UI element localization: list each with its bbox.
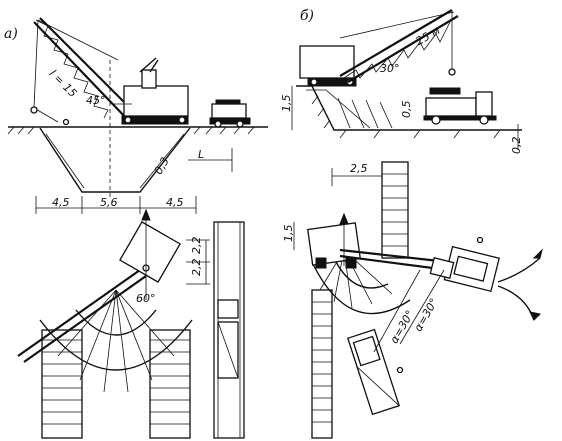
plan-a-left-wall bbox=[41, 329, 83, 439]
trench-hatch-right bbox=[139, 133, 185, 189]
truck-a bbox=[209, 99, 251, 128]
ground-line-b bbox=[296, 85, 522, 131]
ground-hatch-a bbox=[7, 126, 255, 135]
boom-length-a: l = 15 bbox=[47, 67, 80, 100]
plan-road-a bbox=[213, 221, 245, 439]
plan-top-dim-b: 2,5 bbox=[350, 162, 368, 175]
dim-mid-label: 5,6 bbox=[100, 196, 118, 209]
trench-hatch-left bbox=[45, 133, 85, 189]
crane-body-a bbox=[112, 57, 189, 125]
left-height-b: 1,5 bbox=[280, 95, 293, 113]
plan-dim-2: 2,2 bbox=[190, 259, 203, 277]
boom-b bbox=[339, 9, 459, 83]
panel-b-label: б) bbox=[300, 8, 314, 24]
dim-L-label: L bbox=[198, 148, 204, 161]
boom-a bbox=[33, 17, 137, 121]
arrow-up-b bbox=[339, 212, 349, 225]
hook-a bbox=[30, 106, 38, 114]
dim-left-label: 4,5 bbox=[52, 196, 70, 209]
plan-crane-body-b bbox=[306, 222, 362, 266]
plan-crane-body-a bbox=[119, 221, 181, 283]
embankment-hatch bbox=[337, 97, 393, 129]
swing-arc-outer-b bbox=[311, 261, 411, 315]
panel-b-plan: 2,5 1,5 α=30° α=30° bbox=[282, 161, 543, 439]
truck-height-b: 0,5 bbox=[400, 101, 413, 119]
plan-dim-1: 2,2 bbox=[190, 237, 203, 255]
arrow-up-right bbox=[497, 257, 541, 283]
rope-a3 bbox=[33, 107, 59, 123]
plan-truck-b bbox=[429, 245, 500, 293]
panel-a-label: a) bbox=[4, 26, 18, 42]
right-depth-b: 0,2 bbox=[510, 137, 523, 155]
rope-a2 bbox=[33, 19, 39, 109]
truck-b bbox=[423, 87, 497, 125]
plan-a-right-wall bbox=[149, 329, 191, 439]
swing-arc-inner-a bbox=[75, 309, 157, 336]
swing-arc-outer-a bbox=[39, 319, 193, 371]
plan-left-dim-b: 1,5 bbox=[282, 225, 295, 243]
panel-a-elevation: a) bbox=[4, 17, 268, 214]
swing-arc-inner-b bbox=[335, 261, 389, 289]
plan-boom-b bbox=[339, 248, 449, 264]
arrow-down-right bbox=[497, 285, 535, 321]
rope-a1 bbox=[37, 19, 119, 61]
trench-profile bbox=[39, 127, 191, 193]
arrow-up-a bbox=[141, 208, 151, 221]
rope-b2 bbox=[339, 11, 455, 39]
crane-body-b bbox=[299, 45, 357, 87]
plan-b-wall-top bbox=[381, 161, 409, 259]
swing-sector-rays-a bbox=[57, 289, 175, 393]
pulley-a bbox=[62, 118, 70, 126]
plan-angle-a: 60° bbox=[136, 292, 156, 305]
boom-angle-a: 45° bbox=[86, 94, 106, 107]
dim-right-label: 4,5 bbox=[166, 196, 184, 209]
panel-a-plan: 2,2 2,2 60° bbox=[17, 208, 245, 439]
plan-boom-a bbox=[17, 269, 141, 357]
panel-b-elevation: б) 30° 25 м bbox=[280, 8, 523, 154]
plan-b-wall-left bbox=[311, 289, 333, 439]
hook-b bbox=[448, 68, 456, 76]
slope-hatch-b bbox=[311, 95, 501, 139]
boom-angle-b: 30° bbox=[380, 62, 400, 75]
